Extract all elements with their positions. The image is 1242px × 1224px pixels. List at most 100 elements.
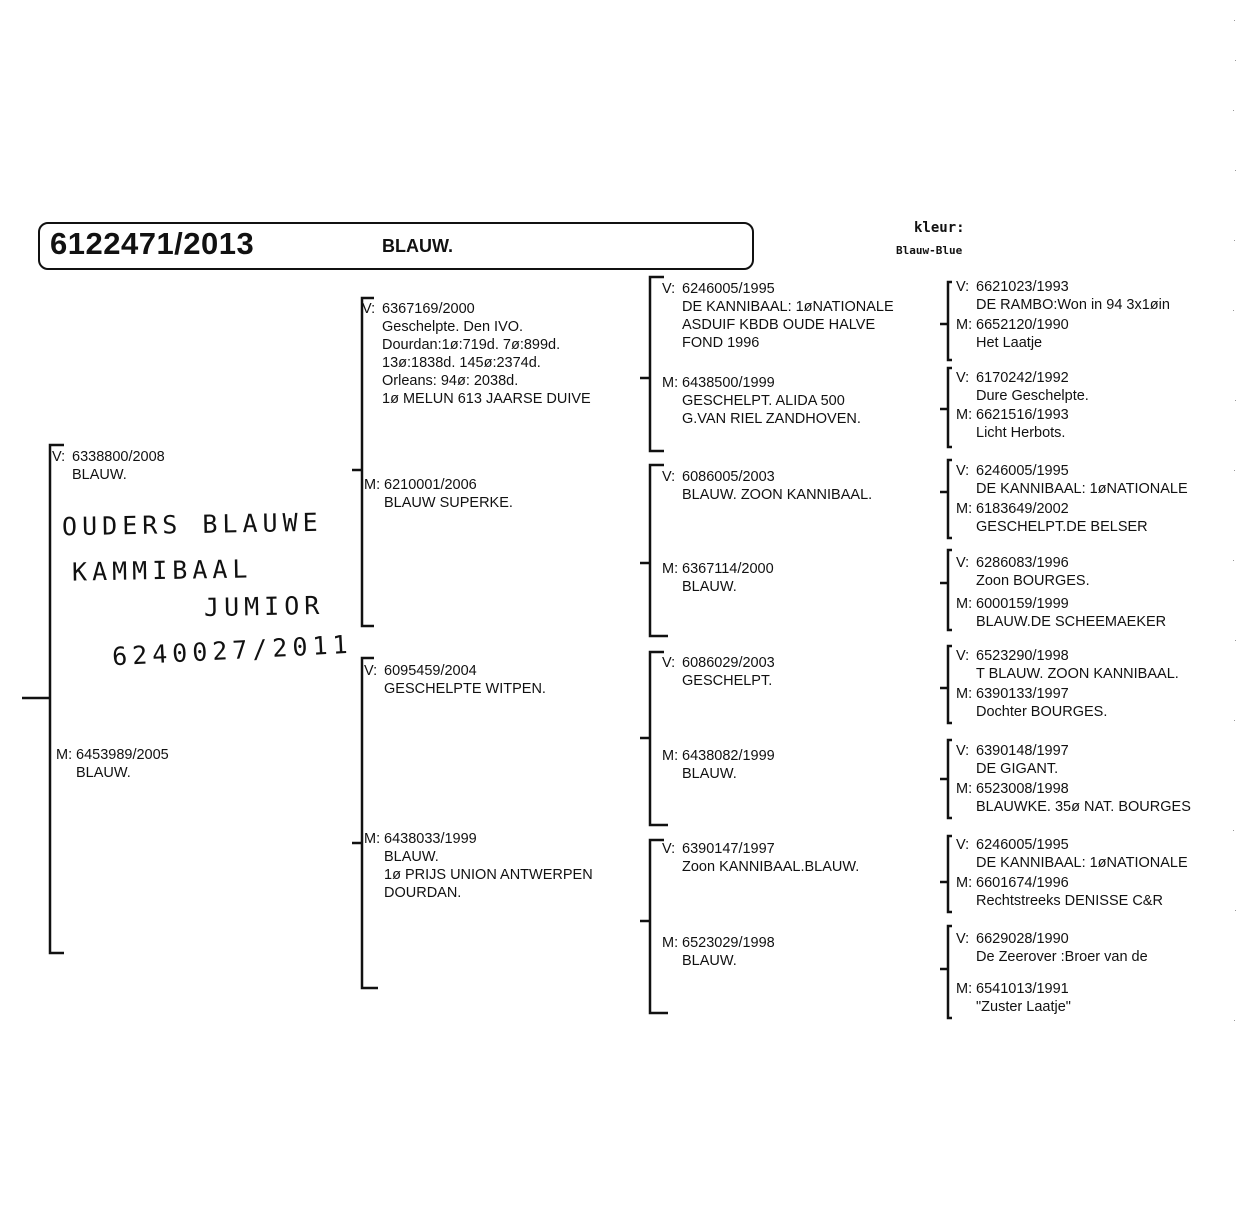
info-line: FOND 1996 [682,335,760,351]
gen3-ancestor-2: M:6438500/1999 GESCHELPT. ALIDA 500 G.VA… [662,374,861,428]
info-line: Rechtstreeks DENISSE C&R [976,893,1163,909]
gen2-mother-father: V:6095459/2004 GESCHELPTE WITPEN. [364,662,546,698]
ring-number: 6390147/1997 [682,841,775,857]
info-line: DOURDAN. [384,885,462,901]
info-line: Dourdan:1ø:719d. 7ø:899d. [382,337,561,353]
info-line: DE GIGANT. [976,761,1059,777]
info-line: Licht Herbots. [976,425,1066,441]
info-line: ASDUIF KBDB OUDE HALVE [682,317,876,333]
parent-tag: V: [956,837,970,853]
color-line: BLAUW. [76,765,131,781]
ring-number: 6086029/2003 [682,655,775,671]
parent-tag: V: [956,279,970,295]
info-line: BLAUW. [682,953,737,969]
gen3-ancestor-8: M:6523029/1998 BLAUW. [662,934,775,970]
gen4-ancestor-8: M:6000159/1999 BLAUW.DE SCHEEMAEKER [956,595,1166,631]
ring-number: 6390148/1997 [976,743,1069,759]
gen3-ancestor-4: M:6367114/2000 BLAUW. [662,560,774,596]
parent-tag: V: [52,449,66,465]
info-line: GESCHELPT. ALIDA 500 [682,393,845,409]
ring-number: 6621023/1993 [976,279,1069,295]
ring-number: 6438082/1999 [682,748,775,764]
info-line: De Zeerover :Broer van de [976,949,1148,965]
pigeon-color-short: BLAUW. [382,236,453,256]
ring-number: 6629028/1990 [976,931,1069,947]
parent-tag: M: [956,596,973,612]
info-line: 13ø:1838d. 145ø:2374d. [382,355,541,371]
parent-tag: V: [956,555,970,571]
gen4-ancestor-12: M:6523008/1998 BLAUWKE. 35ø NAT. BOURGES [956,780,1191,816]
info-line: Dochter BOURGES. [976,704,1108,720]
parent-tag: M: [956,686,973,702]
parent-tag: V: [662,469,676,485]
parent-tag: V: [956,743,970,759]
info-line: DE RAMBO:Won in 94 3x1øin [976,297,1170,313]
pigeon-ring-number: 6122471/2013 [50,226,255,261]
ring-number: 6367169/2000 [382,301,475,317]
gen2-father-father: V: 6367169/2000 Geschelpte. Den IVO. Dour… [362,300,591,408]
parent-tag: V: [364,663,378,679]
info-line: BLAUW.DE SCHEEMAEKER [976,614,1167,630]
ring-number: 6523029/1998 [682,935,775,951]
ring-number: 6541013/1991 [976,981,1069,997]
header-frame [38,222,754,270]
info-line: Dure Geschelpte. [976,388,1089,404]
handwritten-line-3: JUMIOR [203,590,325,623]
gen4-ancestor-16: M:6541013/1991 "Zuster Laatje" [956,980,1071,1016]
gen1-mother: M:6453989/2005 BLAUW. [56,746,169,782]
ring-number: 6523290/1998 [976,648,1069,664]
ring-number: 6621516/1993 [976,407,1069,423]
ring-number: 6246005/1995 [976,463,1069,479]
ring-number: 6246005/1995 [682,281,775,297]
parent-tag: V: [362,301,376,317]
ring-number: 6601674/1996 [976,875,1069,891]
gen3-ancestor-1: V:6246005/1995 DE KANNIBAAL: 1øNATIONALE… [662,280,894,352]
info-line: BLAUW. ZOON KANNIBAAL. [682,487,873,503]
info-line: Orleans: 94ø: 2038d. [382,373,519,389]
info-line: DE KANNIBAAL: 1øNATIONALE [682,299,894,315]
scan-edge-noise [1233,20,1236,1021]
gen4-ancestor-13: V:6246005/1995 DE KANNIBAAL: 1øNATIONALE [956,836,1188,872]
parent-tag: M: [662,748,679,764]
parent-tag: M: [956,501,973,517]
parent-tag: M: [956,781,973,797]
ring-number: 6170242/1992 [976,370,1069,386]
ring-number: 6095459/2004 [384,663,477,679]
info-line: GESCHELPT. [682,673,773,689]
ring-number: 6453989/2005 [76,747,169,763]
gen3-ancestor-7: V:6390147/1997 Zoon KANNIBAAL.BLAUW. [662,840,859,876]
parent-tag: M: [662,375,679,391]
info-line: BLAUW SUPERKE. [384,495,513,511]
info-line: Geschelpte. Den IVO. [382,319,524,335]
info-line: "Zuster Laatje" [976,999,1071,1015]
gen2-mother-mother: M:6438033/1999 BLAUW. 1ø PRIJS UNION ANT… [364,830,593,902]
ring-number: 6523008/1998 [976,781,1069,797]
info-line: 1ø PRIJS UNION ANTWERPEN [384,867,593,883]
gen2-father-mother: M:6210001/2006 BLAUW SUPERKE. [364,476,513,512]
info-line: BLAUW. [384,849,439,865]
parent-tag: V: [956,648,970,664]
ring-number: 6183649/2002 [976,501,1069,517]
gen4-ancestor-11: V: 6390148/1997 DE GIGANT. [956,742,1069,778]
ring-number: 6438033/1999 [384,831,477,847]
gen4-ancestor-4: M:6621516/1993 Licht Herbots. [956,406,1069,442]
parent-tag: V: [956,463,970,479]
parent-tag: M: [662,935,679,951]
gen4-ancestor-7: V: 6286083/1996 Zoon BOURGES. [956,554,1090,590]
ring-number: 6210001/2006 [384,477,477,493]
gen4-ancestor-14: M:6601674/1996 Rechtstreeks DENISSE C&R [956,874,1163,910]
gen4-ancestor-15: V:6629028/1990 De Zeerover :Broer van de [956,930,1148,966]
parent-tag: M: [956,317,973,333]
gen3-ancestor-3: V:6086005/2003 BLAUW. ZOON KANNIBAAL. [662,468,872,504]
info-line: GESCHELPT.DE BELSER [976,519,1148,535]
handwritten-line-1: OUDERS BLAUWE [61,507,323,542]
info-line: DE KANNIBAAL: 1øNATIONALE [976,855,1188,871]
info-line: BLAUWKE. 35ø NAT. BOURGES [976,799,1191,815]
parent-tag: M: [56,747,73,763]
ring-number: 6286083/1996 [976,555,1069,571]
gen4-ancestor-10: M:6390133/1997 Dochter BOURGES. [956,685,1107,721]
ring-number: 6338800/2008 [72,449,165,465]
info-line: Zoon BOURGES. [976,573,1090,589]
parent-tag: M: [956,875,973,891]
